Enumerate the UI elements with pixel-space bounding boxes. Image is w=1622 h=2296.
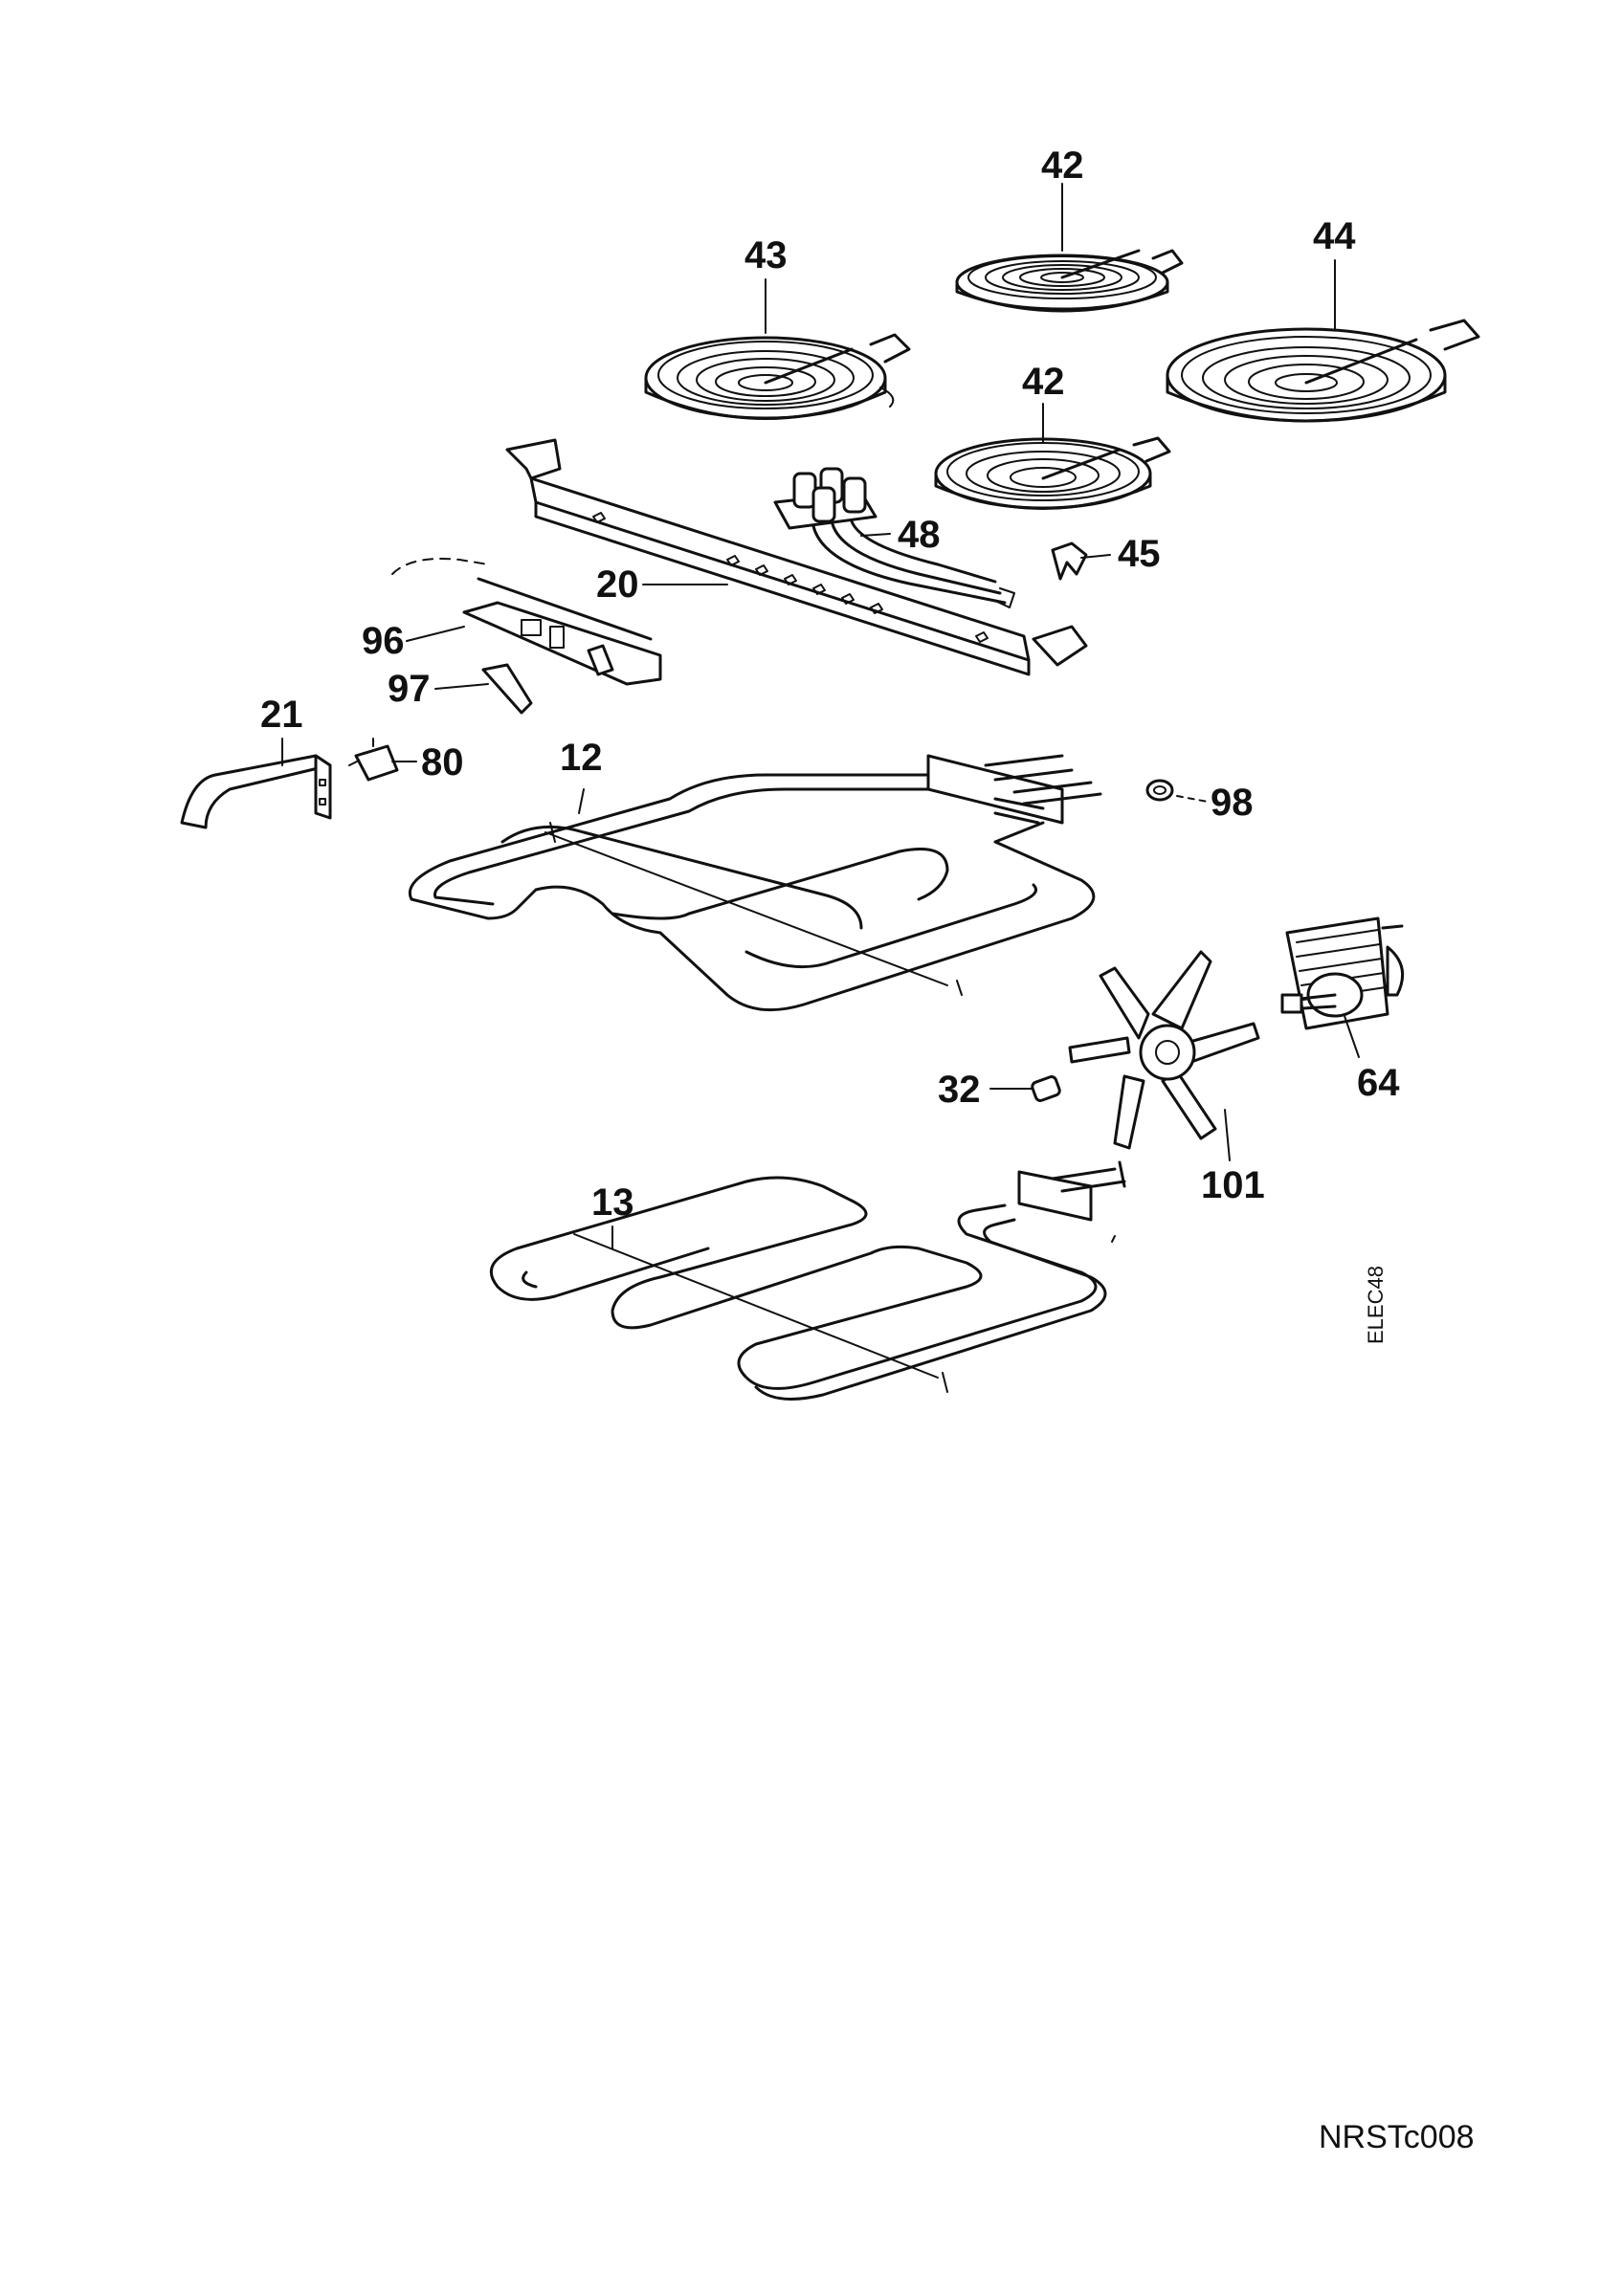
- switch-80: [348, 738, 399, 782]
- part-label-44: 44: [1313, 215, 1356, 257]
- part-label-21: 21: [260, 694, 303, 736]
- part-label-45: 45: [1118, 533, 1161, 575]
- hob-element-43: [644, 333, 911, 420]
- diagram-code: ELEC48: [1364, 1266, 1388, 1344]
- part-label-80: 80: [421, 741, 464, 784]
- part-labels: 42 43 44 42 48 45 20 96 97 21 80 12 98 3…: [260, 144, 1400, 1224]
- support-bar-20: [505, 438, 1088, 676]
- part-label-101: 101: [1201, 1164, 1265, 1206]
- heating-element-13: [489, 1160, 1126, 1401]
- part-label-96: 96: [362, 620, 405, 662]
- seal-98: [1145, 779, 1209, 803]
- hob-element-42-top: [955, 249, 1184, 313]
- part-label-64: 64: [1357, 1062, 1400, 1104]
- thermostat-bracket-96: [391, 558, 662, 686]
- fan-motor-64: [1280, 916, 1405, 1030]
- clip-45: [1051, 541, 1088, 581]
- hob-element-42-lower: [934, 436, 1171, 510]
- clamp-97: [481, 663, 533, 715]
- part-label-97: 97: [388, 668, 431, 710]
- part-label-13: 13: [591, 1181, 634, 1224]
- part-label-43: 43: [744, 234, 788, 276]
- terminal-block-48: [773, 467, 1015, 608]
- part-label-20: 20: [596, 563, 639, 606]
- part-label-98: 98: [1211, 782, 1254, 824]
- part-label-32: 32: [938, 1069, 981, 1111]
- fan-blade-101: [1068, 950, 1260, 1150]
- part-label-12: 12: [560, 737, 603, 779]
- hob-element-44: [1166, 319, 1480, 423]
- heating-element-12: [409, 754, 1102, 1012]
- bracket-21: [180, 754, 332, 829]
- nut-32: [1031, 1075, 1061, 1102]
- page-code: NRSTc008: [1319, 2119, 1475, 2155]
- part-label-42-top: 42: [1041, 144, 1084, 187]
- leader-lines: [281, 183, 1360, 1249]
- part-label-48: 48: [898, 514, 941, 556]
- part-label-42-lower: 42: [1022, 361, 1065, 403]
